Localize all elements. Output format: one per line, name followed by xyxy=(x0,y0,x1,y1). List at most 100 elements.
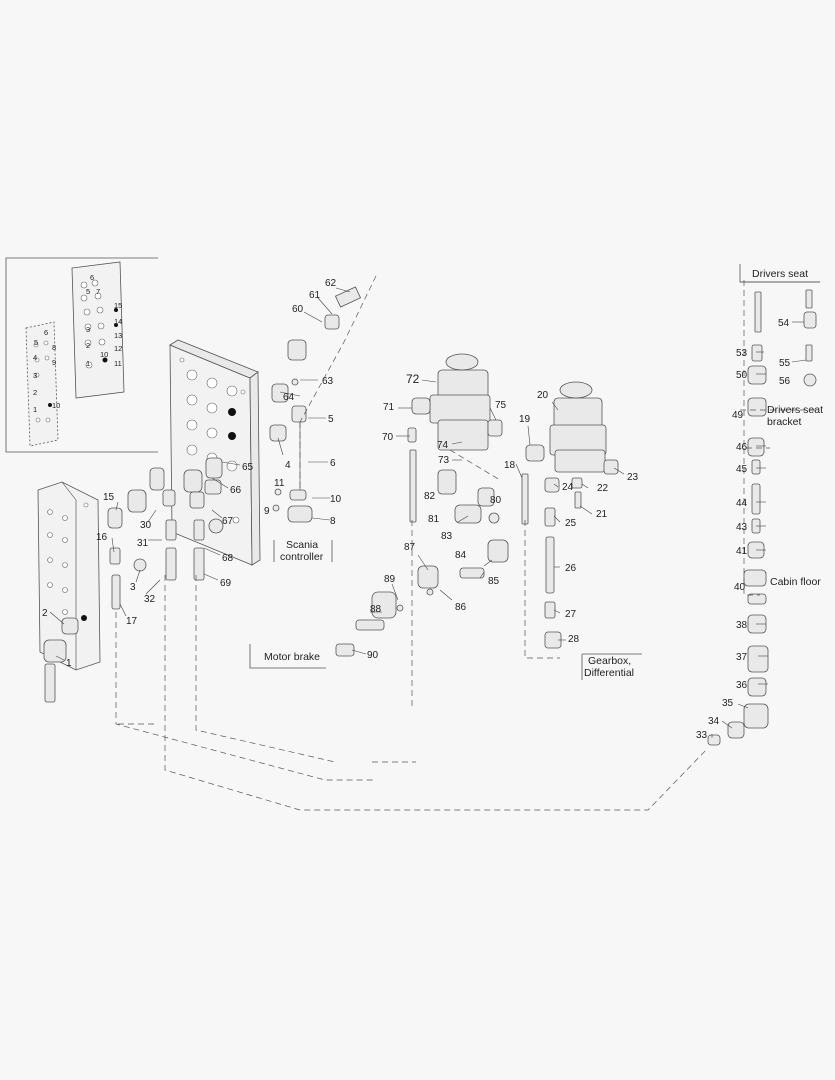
inset-label-15: 15 xyxy=(114,301,122,310)
part-label-17: 17 xyxy=(126,616,138,627)
part-label-55: 55 xyxy=(779,358,791,369)
part-label-35: 35 xyxy=(722,698,734,709)
inset-label-1: 1 xyxy=(86,359,90,368)
part-label-8: 8 xyxy=(330,516,336,527)
part-label-28: 28 xyxy=(568,634,580,645)
inset-label-3b: 3 xyxy=(33,371,37,380)
part-label-74: 74 xyxy=(437,440,449,451)
part-label-43: 43 xyxy=(736,522,748,533)
part-label-20: 20 xyxy=(537,390,549,401)
captions: Drivers seat Drivers seat bracket Cabin … xyxy=(264,268,823,679)
caption-gearbox-line1: Gearbox, xyxy=(588,655,631,667)
inset-label-8: 8 xyxy=(52,343,56,352)
part-label-11: 11 xyxy=(274,478,285,489)
part-label-82: 82 xyxy=(424,491,436,502)
part-label-15: 15 xyxy=(103,492,115,503)
part-label-70: 70 xyxy=(382,432,394,443)
part-label-27: 27 xyxy=(565,609,577,620)
part-label-41: 41 xyxy=(736,546,748,557)
part-label-40: 40 xyxy=(734,582,746,593)
part-label-72: 72 xyxy=(406,372,420,386)
part-label-3: 3 xyxy=(130,582,136,593)
caption-motor-brake: Motor brake xyxy=(264,651,320,663)
part-label-62: 62 xyxy=(325,278,337,289)
part-label-24: 24 xyxy=(562,482,574,493)
fittings xyxy=(43,286,817,746)
inset-label-10b: 10 xyxy=(52,401,60,410)
part-label-23: 23 xyxy=(627,472,639,483)
part-label-67: 67 xyxy=(222,516,234,527)
inset-label-12: 12 xyxy=(114,344,122,353)
part-label-65: 65 xyxy=(242,462,254,473)
inset-label-2b: 2 xyxy=(33,388,37,397)
part-label-25: 25 xyxy=(565,518,577,529)
inset-label-6b: 6 xyxy=(44,328,48,337)
part-label-80: 80 xyxy=(490,495,502,506)
caption-drivers-seat-bracket-line2: bracket xyxy=(767,416,802,428)
caption-frames xyxy=(249,264,820,680)
part-label-54: 54 xyxy=(778,318,790,329)
part-label-84: 84 xyxy=(455,550,467,561)
part-label-83: 83 xyxy=(441,531,453,542)
caption-scania-line2: controller xyxy=(280,551,324,563)
part-label-56: 56 xyxy=(779,376,791,387)
part-label-16: 16 xyxy=(96,532,108,543)
part-label-21: 21 xyxy=(596,509,608,520)
caption-drivers-seat-bracket-line1: Drivers seat xyxy=(767,404,823,416)
caption-drivers-seat: Drivers seat xyxy=(752,268,808,280)
part-label-37: 37 xyxy=(736,652,748,663)
part-label-63: 63 xyxy=(322,376,334,387)
inset-panel: 6 5 7 15 14 13 12 3 2 10 11 1 9 8 6 5 4 … xyxy=(5,257,158,453)
inset-label-9: 9 xyxy=(52,358,56,367)
pipe-routes xyxy=(115,275,820,811)
inset-label-6: 6 xyxy=(90,273,94,282)
part-label-46: 46 xyxy=(736,442,748,453)
part-label-33: 33 xyxy=(696,730,708,741)
part-label-9: 9 xyxy=(264,506,270,517)
part-label-60: 60 xyxy=(292,304,304,315)
part-label-89: 89 xyxy=(384,574,396,585)
part-label-88: 88 xyxy=(370,604,382,615)
part-label-73: 73 xyxy=(438,455,450,466)
part-label-87: 87 xyxy=(404,542,416,553)
caption-gearbox-line2: Differential xyxy=(584,667,634,679)
part-label-18: 18 xyxy=(504,460,516,471)
part-label-90: 90 xyxy=(367,650,379,661)
part-label-2: 2 xyxy=(42,608,48,619)
inset-plate-holes xyxy=(80,279,118,369)
part-label-6: 6 xyxy=(330,458,336,469)
part-label-61: 61 xyxy=(309,290,321,301)
caption-scania-line1: Scania xyxy=(286,539,318,551)
part-label-68: 68 xyxy=(222,553,234,564)
part-numbers: 62 61 60 63 64 5 4 6 65 66 67 11 9 10 8 … xyxy=(42,278,791,741)
part-label-4: 4 xyxy=(285,460,291,471)
part-label-50: 50 xyxy=(736,370,748,381)
inset-plate-2-holes xyxy=(33,340,52,423)
inset-label-10: 10 xyxy=(100,350,108,359)
main-manifold-plate xyxy=(169,339,261,566)
part-label-81: 81 xyxy=(428,514,440,525)
part-label-26: 26 xyxy=(565,563,577,574)
part-label-64: 64 xyxy=(283,392,295,403)
part-label-86: 86 xyxy=(455,602,467,613)
inset-label-1b: 1 xyxy=(33,405,37,414)
part-label-49: 49 xyxy=(732,410,744,421)
leader-lines xyxy=(49,287,807,738)
inset-label-5b: 5 xyxy=(34,338,38,347)
inset-label-13: 13 xyxy=(114,331,122,340)
part-label-53: 53 xyxy=(736,348,748,359)
part-label-1: 1 xyxy=(66,658,72,669)
part-label-69: 69 xyxy=(220,578,232,589)
inset-label-7: 7 xyxy=(96,287,100,296)
part-label-32: 32 xyxy=(144,594,156,605)
part-label-75: 75 xyxy=(495,400,507,411)
part-label-38: 38 xyxy=(736,620,748,631)
part-label-71: 71 xyxy=(383,402,395,413)
part-label-36: 36 xyxy=(736,680,748,691)
part-label-85: 85 xyxy=(488,576,500,587)
inset-label-11: 11 xyxy=(114,359,122,368)
part-label-22: 22 xyxy=(597,483,609,494)
inset-label-2: 2 xyxy=(86,341,90,350)
inset-label-4b: 4 xyxy=(33,353,37,362)
